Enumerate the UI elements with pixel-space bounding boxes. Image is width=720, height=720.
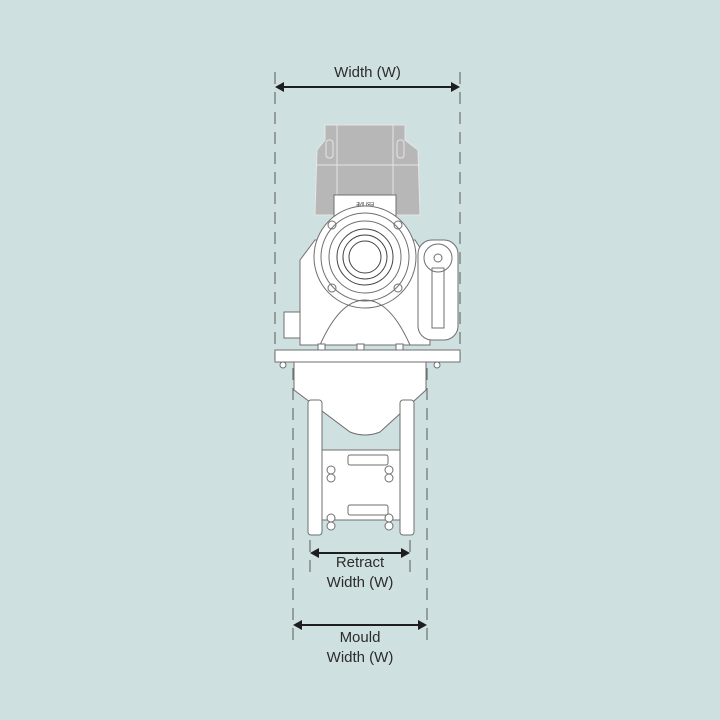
mould-width-label-line2: Width (W) bbox=[326, 649, 394, 666]
mould-width-label: Mould Width (W) bbox=[300, 628, 420, 668]
width-dimension-arrow bbox=[275, 82, 460, 92]
gearbox-body: ƎИI⅃ЯƎ bbox=[283, 194, 459, 346]
retract-width-label-line2: Width (W) bbox=[326, 574, 394, 591]
motor-housing bbox=[314, 124, 421, 216]
mould-assembly bbox=[293, 361, 427, 536]
retract-width-arrow bbox=[310, 548, 410, 558]
retract-width-label: Retract Width (W) bbox=[300, 553, 420, 593]
width-label: Width (W) bbox=[334, 64, 401, 81]
mould-width-label-line1: Mould bbox=[339, 629, 381, 646]
retract-width-label-line1: Retract bbox=[335, 554, 385, 571]
svg-text:ƎИI⅃ЯƎ: ƎИI⅃ЯƎ bbox=[356, 202, 374, 208]
mould-width-arrow bbox=[293, 620, 427, 630]
